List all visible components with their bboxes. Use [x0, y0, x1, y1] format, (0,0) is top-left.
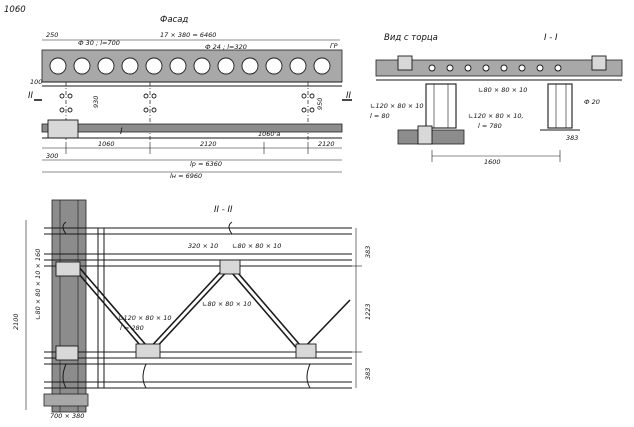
section-II-view: II - II: [12, 199, 372, 420]
bottom-timber: [43, 393, 89, 407]
bottom-beam: [41, 123, 343, 133]
timber-post: [51, 199, 87, 413]
gusset-bottom-right: [295, 343, 317, 359]
dim-383-end: 383: [566, 134, 578, 142]
end-view: Вид с торца I - I ∟80 × 80 × 10 ∟120 × 8…: [370, 33, 623, 166]
dim-250: 250: [46, 31, 58, 39]
label-phi24: Ф 24 ; l=320: [205, 43, 247, 51]
section-mark-I: I: [120, 127, 123, 137]
rail-bolt-row: [49, 57, 331, 75]
dim-1600: 1600: [484, 158, 501, 166]
label-gr: ГР: [330, 42, 338, 50]
label-l80: l = 80: [370, 112, 390, 120]
label-320x10: 320 × 10: [188, 242, 218, 250]
section-mark-II-right: II: [346, 91, 352, 101]
label-l280: l = 280: [120, 324, 144, 332]
dim-bottom: 700 × 380: [50, 412, 84, 420]
hook-bottom-right: [306, 363, 311, 389]
dim-383-bottom: 383: [364, 368, 372, 380]
label-angle-left: ∟120 × 80 × 10: [370, 102, 424, 110]
dim-1223: 1223: [364, 303, 372, 320]
label-left-angle: ∟80 × 80 × 10 × 160: [34, 249, 42, 320]
dim-930: 930: [92, 96, 100, 108]
facade-view: Фасад 250 Ф 30 ; l=700 17 × 380 = 6460 Ф…: [28, 15, 352, 180]
dim-950: 950: [316, 98, 324, 110]
dim-383-top: 383: [364, 246, 372, 258]
section-mark-II-left: II: [28, 91, 34, 101]
gusset-top-mid: [219, 259, 241, 275]
dim-2120-b: 2120: [318, 140, 335, 148]
label-phi20: Ф 20: [584, 98, 600, 106]
end-view-post-right: [547, 83, 573, 129]
label-angle-mid: ∟120 × 80 × 10,: [468, 112, 524, 120]
section-II-title: II - II: [214, 205, 233, 215]
figure-number: 1060: [4, 5, 26, 15]
dim-1060a: 1060'а: [258, 130, 280, 138]
label-angle-top: ∟80 × 80 × 10: [478, 86, 527, 94]
end-view-title: Вид с торца: [384, 33, 438, 43]
end-view-bolts: [428, 64, 562, 72]
gusset-bottom-end: [55, 345, 79, 361]
gusset-bottom-left: [135, 343, 161, 359]
end-view-cap-left: [397, 55, 413, 71]
label-angle-gusset: ∟120 × 80 × 10: [118, 314, 172, 322]
label-phi30: Ф 30 ; l=700: [78, 39, 120, 47]
hook-bottom-end: [62, 363, 67, 389]
end-view-sleeper: [375, 59, 623, 77]
label-angle-top-ii: ∟80 × 80 × 10: [232, 242, 281, 250]
section-I-title: I - I: [544, 33, 558, 43]
hook-top-left: [62, 221, 67, 235]
dim-2100: 2100: [12, 313, 20, 330]
dim-100: 100: [30, 78, 42, 86]
end-view-gusset: [417, 125, 433, 145]
dim-2120-a: 2120: [200, 140, 217, 148]
bolt-cluster: [59, 93, 315, 113]
gusset-top-left: [55, 261, 81, 277]
truss-diagonals: [71, 265, 351, 353]
end-view-cap-right: [591, 55, 607, 71]
dim-1060: 1060: [98, 140, 115, 148]
end-view-post-left: [425, 83, 457, 129]
label-angle-diag: ∟80 × 80 × 10: [202, 300, 251, 308]
label-l780: l = 780: [478, 122, 502, 130]
dim-300: 300: [46, 152, 58, 160]
hook-bottom-left: [142, 363, 147, 389]
facade-title: Фасад: [160, 15, 188, 25]
dim-ln: lн = 6960: [170, 172, 202, 180]
dim-ld: lр = 6360: [190, 160, 222, 168]
end-plate-left: [47, 119, 79, 139]
label-pitch: 17 × 380 = 6460: [160, 31, 216, 39]
hook-top-mid: [228, 221, 233, 235]
